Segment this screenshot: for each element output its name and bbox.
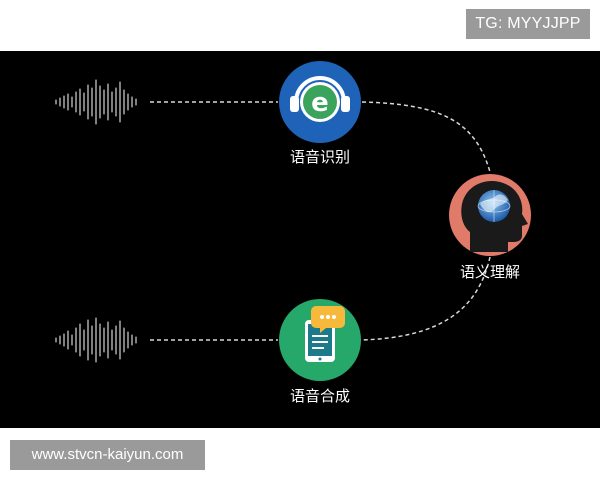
e-letter-headset-icon: e xyxy=(290,76,350,122)
connector-nlu-to-tts xyxy=(359,256,491,341)
svg-text:e: e xyxy=(311,88,329,118)
head-globe-icon xyxy=(461,180,528,252)
node-asr-label: 语音识别 xyxy=(290,148,350,166)
node-tts: 语音合成 xyxy=(279,299,361,405)
node-tts-label: 语音合成 xyxy=(290,387,350,405)
watermark-bottom: www.stvcn-kaiyun.com xyxy=(10,440,205,470)
watermark-top: TG: MYYJJPP xyxy=(466,9,590,39)
node-asr: e 语音识别 xyxy=(279,61,361,166)
sound-wave-icon xyxy=(55,317,137,363)
connector-lines xyxy=(150,101,491,341)
node-nlu: 语义理解 xyxy=(449,174,531,281)
phone-chat-icon xyxy=(305,306,345,362)
connector-asr-to-nlu xyxy=(361,101,491,173)
sound-wave-icon xyxy=(55,79,137,125)
node-nlu-label: 语义理解 xyxy=(460,263,520,281)
